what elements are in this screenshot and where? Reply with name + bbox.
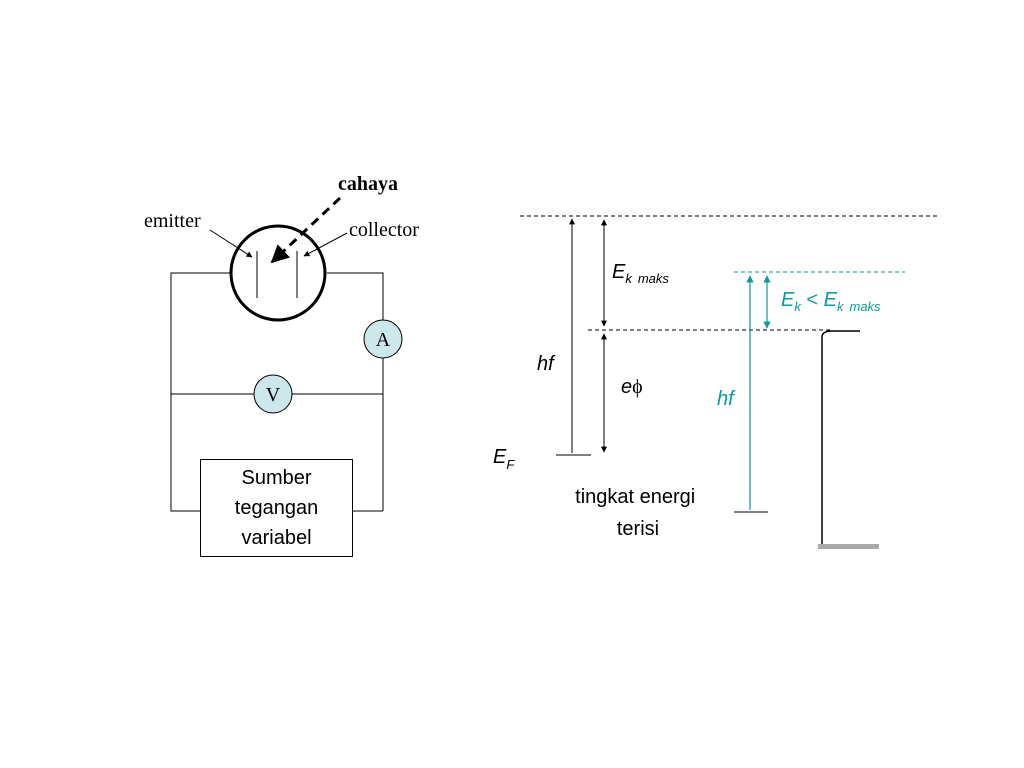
voltage-source-box: Sumber tegangan variabel [200, 459, 353, 557]
teal-hf-label: hf [717, 388, 736, 410]
circuit-wires [170, 272, 384, 512]
voltmeter-label: V [266, 384, 281, 406]
light-ray [270, 196, 342, 264]
hf-label: hf [537, 353, 556, 375]
ammeter: A [363, 319, 403, 359]
ammeter-label: A [376, 329, 391, 351]
filled-levels-label: tingkat energi terisi [575, 486, 701, 540]
fermi-label: EF [493, 446, 515, 472]
ephi-label: eϕ [621, 376, 643, 398]
photocell-tube [229, 224, 327, 322]
energy-diagram [520, 215, 940, 549]
metal-base [818, 544, 879, 549]
collector-label: collector [349, 219, 419, 241]
collector-pointer [303, 232, 348, 257]
source-label-line: tegangan [234, 497, 319, 519]
source-label-line: variabel [241, 527, 312, 549]
voltmeter: V [253, 374, 293, 414]
light-label: cahaya [338, 173, 398, 195]
source-label-line: Sumber [241, 467, 312, 489]
metal-surface-edge [821, 330, 860, 548]
emitter-pointer [209, 229, 253, 258]
emitter-label: emitter [144, 210, 201, 232]
